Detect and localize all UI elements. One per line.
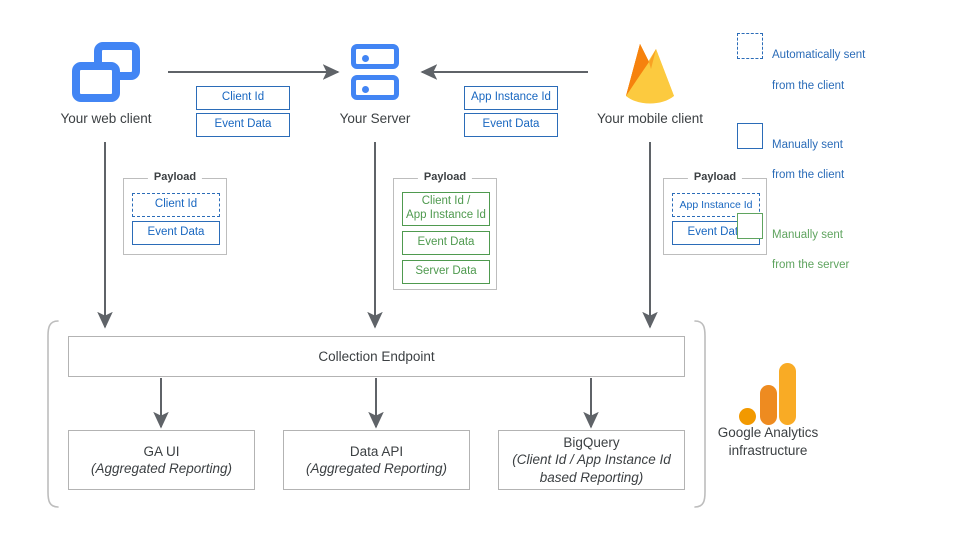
- transit-chip-mobile-app-instance-id: App Instance Id: [464, 86, 558, 110]
- browser-window-front: [72, 62, 120, 102]
- output-title-data-api: Data API: [349, 443, 404, 459]
- web-client-label: Your web client: [60, 111, 152, 126]
- output-subtitle-bigquery: (Client Id / App Instance Id based Repor…: [512, 452, 671, 485]
- payload-mobile-title: Payload: [687, 171, 743, 183]
- server-led-top: [362, 55, 369, 62]
- server-label: Your Server: [339, 111, 411, 126]
- output-subtitle-data-api: (Aggregated Reporting): [305, 461, 448, 476]
- legend-swatch-solid-blue-square: [737, 122, 763, 149]
- server-rack-icon: [351, 44, 399, 100]
- legend-item-automatic-client: Automatically sent from the client: [737, 33, 952, 109]
- legend-label-manual-client: Manually sent from the client: [772, 123, 844, 199]
- ga-logo-circle: [739, 408, 756, 425]
- mobile-client-label: Your mobile client: [596, 111, 704, 126]
- server-bay-top: [351, 44, 399, 69]
- payload-server-item-server-data: Server Data: [402, 260, 490, 284]
- server-led-bottom: [362, 86, 369, 93]
- group-bracket-left: [47, 320, 59, 508]
- legend-label-automatic-client: Automatically sent from the client: [772, 33, 865, 109]
- output-title-bigquery: BigQuery: [563, 435, 620, 451]
- payload-web-item-event-data: Event Data: [132, 221, 220, 245]
- payload-web-item-client-id: Client Id: [132, 193, 220, 217]
- collection-endpoint-label: Collection Endpoint: [318, 348, 435, 364]
- legend-label-manual-client-line1: Manually sent: [772, 139, 843, 152]
- legend: Automatically sent from the client Manua…: [737, 33, 952, 289]
- ga-infrastructure-label: Google Analytics infrastructure: [698, 424, 838, 460]
- legend-swatch-solid-green-square: [737, 212, 763, 239]
- firebase-flame-icon: [618, 38, 682, 110]
- payload-server-item-event-data: Event Data: [402, 231, 490, 255]
- legend-label-automatic-client-line2: from the client: [772, 79, 845, 92]
- legend-label-manual-server: Manually sent from the server: [772, 213, 849, 289]
- browser-window-icon: [72, 42, 140, 102]
- payload-server-title: Payload: [417, 171, 473, 183]
- output-subtitle-ga-ui: (Aggregated Reporting): [90, 461, 233, 476]
- legend-swatch-dashed-blue-square: [737, 33, 763, 59]
- transit-chip-web-event-data: Event Data: [196, 113, 290, 137]
- legend-item-manual-client: Manually sent from the client: [737, 122, 952, 199]
- legend-label-manual-server-line2: from the server: [772, 259, 850, 272]
- legend-label-automatic-client-line1: Automatically sent: [772, 49, 866, 62]
- legend-label-manual-server-line1: Manually sent: [772, 228, 843, 241]
- payload-web-title: Payload: [147, 171, 203, 183]
- payload-server: Payload Client Id / App Instance Id Even…: [393, 171, 497, 290]
- payload-web: Payload Client Id Event Data: [123, 171, 227, 255]
- payload-server-item-id: Client Id / App Instance Id: [402, 192, 490, 226]
- ga-infrastructure-label-line2: infrastructure: [728, 442, 808, 458]
- server-bay-bottom: [351, 75, 399, 100]
- ga-logo-tall-bar: [779, 363, 796, 425]
- legend-item-manual-server: Manually sent from the server: [737, 212, 952, 289]
- google-analytics-logo: [739, 363, 796, 425]
- ga-logo-mid-bar: [760, 385, 777, 425]
- transit-chip-web-client-id: Client Id: [196, 86, 290, 110]
- transit-chip-mobile-event-data: Event Data: [464, 113, 558, 137]
- output-box-bigquery: BigQuery (Client Id / App Instance Id ba…: [498, 430, 685, 490]
- output-title-ga-ui: GA UI: [143, 443, 180, 459]
- legend-label-manual-client-line2: from the client: [772, 169, 845, 182]
- group-bracket-right: [694, 320, 706, 508]
- output-box-data-api: Data API (Aggregated Reporting): [283, 430, 470, 490]
- ga-infrastructure-label-line1: Google Analytics: [717, 425, 819, 440]
- output-box-ga-ui: GA UI (Aggregated Reporting): [68, 430, 255, 490]
- collection-endpoint-box: Collection Endpoint: [68, 336, 685, 377]
